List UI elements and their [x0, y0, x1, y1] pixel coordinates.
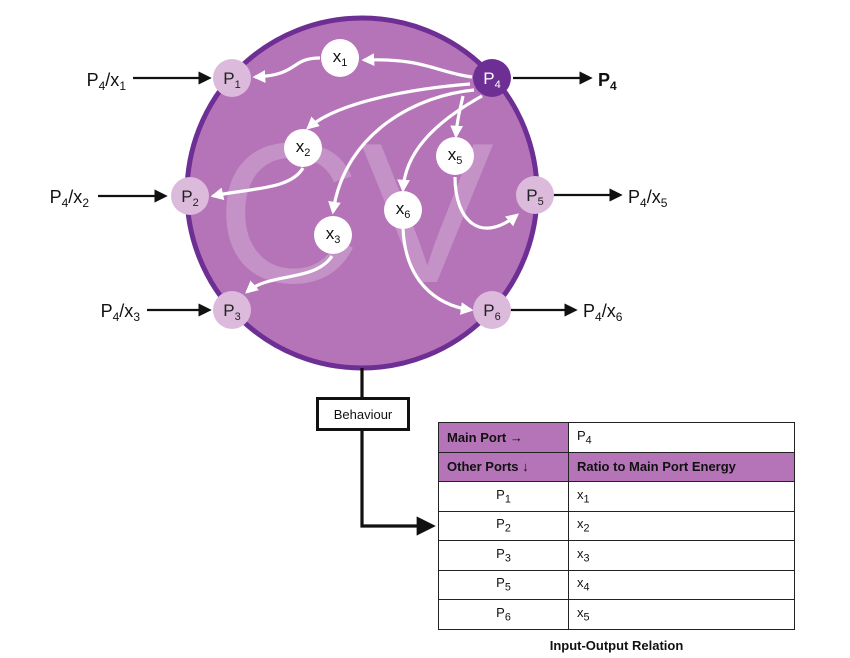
input-label-p2: P4/x2: [50, 187, 90, 210]
ratio-x3-label: x3: [326, 224, 341, 246]
ratio-x2-label: x2: [296, 137, 311, 159]
ratio-node-x5: [436, 137, 474, 175]
arrow-p4-x1: [361, 53, 473, 79]
port-p5: [516, 176, 554, 214]
input-label-p1: P4/x1: [87, 70, 127, 93]
table-row: P2 x2: [438, 510, 795, 541]
arrow-x3-p3: [245, 255, 334, 294]
port-p3: [213, 291, 251, 329]
port-p1: [213, 59, 251, 97]
table-header-row: Other Ports ↓ Ratio to Main Port Energy: [438, 451, 795, 482]
arrow-p4-x2: [306, 82, 471, 130]
port-p2-label: P2: [181, 187, 198, 209]
output-label-p6: P4/x6: [583, 301, 623, 324]
table-cell-ratio: x4: [568, 569, 795, 600]
arrow-p4-x3: [328, 88, 475, 215]
ratio-x1-label: x1: [333, 47, 348, 69]
port-p5-label: P5: [526, 186, 543, 208]
table-cell-ratio: x5: [568, 599, 795, 630]
arrow-p4-x6: [397, 94, 483, 193]
ratio-x5-label: x5: [448, 145, 463, 167]
port-p4-main: [473, 59, 511, 97]
table-cell-ratio: x1: [568, 481, 795, 512]
ratio-x6-label: x6: [396, 199, 411, 221]
table-caption: Input-Output Relation: [549, 638, 684, 653]
ratio-node-x3: [314, 216, 352, 254]
arrow-x2-p2: [210, 167, 305, 201]
output-label-p4: P4: [598, 70, 617, 93]
main-port-header: Main Port →: [438, 422, 569, 453]
ratio-node-x1: [321, 39, 359, 77]
behaviour-label: Behaviour: [333, 406, 393, 422]
port-p6: [473, 291, 511, 329]
port-p1-label: P1: [223, 69, 240, 91]
arrow-p4-x5: [450, 95, 465, 139]
other-ports-header: Other Ports ↓: [438, 451, 569, 482]
table-cell-port: P3: [438, 540, 569, 571]
port-p2: [171, 177, 209, 215]
table-main-port-row: Main Port → P4: [438, 422, 795, 453]
watermark: CV: [216, 102, 494, 325]
port-p4-label: P4: [483, 69, 500, 91]
input-output-table: Main Port → P4 Other Ports ↓ Ratio to Ma…: [438, 422, 795, 630]
table-row: P1 x1: [438, 481, 795, 512]
table-cell-port: P1: [438, 481, 569, 512]
table-cell-port: P6: [438, 599, 569, 630]
arrow-x1-p1: [252, 56, 321, 83]
ratio-header: Ratio to Main Port Energy: [568, 451, 795, 482]
table-row: P3 x3: [438, 540, 795, 571]
ratio-node-x2: [284, 129, 322, 167]
arrow-x6-p6: [401, 227, 474, 315]
port-p3-label: P3: [223, 301, 240, 323]
ratio-node-x6: [384, 191, 422, 229]
behaviour-box: Behaviour: [316, 397, 410, 431]
table-cell-port: P2: [438, 510, 569, 541]
behaviour-to-table-arrow: [360, 428, 436, 536]
table-row: P5 x4: [438, 569, 795, 600]
table-cell-port: P5: [438, 569, 569, 600]
input-label-p3: P4/x3: [101, 301, 141, 324]
table-cell-ratio: x2: [568, 510, 795, 541]
arrow-x5-p5: [453, 176, 519, 230]
port-p6-label: P6: [483, 301, 500, 323]
main-port-value: P4: [568, 422, 795, 453]
table-cell-ratio: x3: [568, 540, 795, 571]
table-row: P6 x5: [438, 599, 795, 630]
output-label-p5: P4/x5: [628, 187, 668, 210]
